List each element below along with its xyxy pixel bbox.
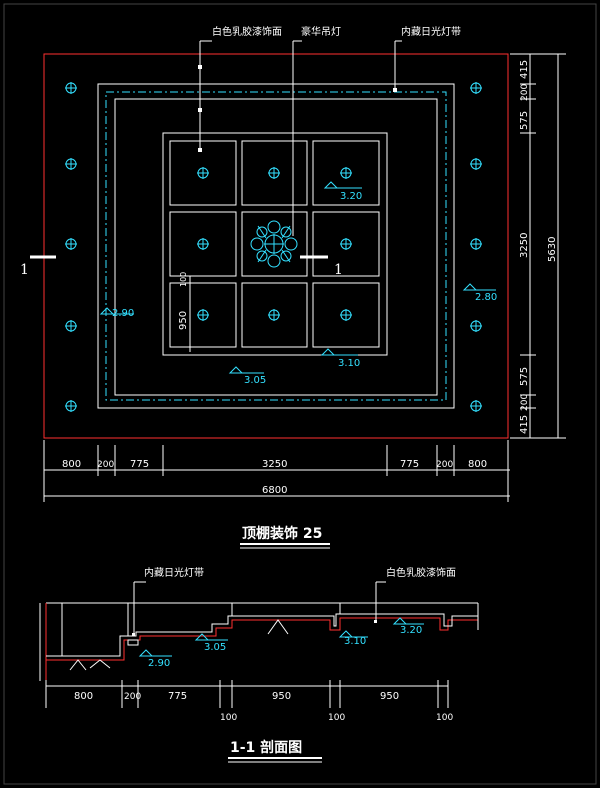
- section-label-hidden-light: 内藏日光灯带: [144, 566, 204, 579]
- downlight-icon: [65, 320, 77, 332]
- dim-bottom-775-right: 775: [400, 459, 419, 470]
- coffer-panel: [312, 211, 380, 277]
- section-1-1: 内藏日光灯带 白色乳胶漆饰面 2.90 3.05 3.10 3.20 800: [39, 566, 479, 763]
- outer-soffit: [97, 83, 455, 409]
- label-white-paint: 白色乳胶漆饰面: [212, 25, 282, 38]
- dim-right-200-bottom: 200: [520, 394, 530, 411]
- coffer-dim-950: 950: [178, 311, 189, 330]
- coffer-frame: [162, 132, 388, 356]
- downlight-icon: [65, 158, 77, 170]
- section-dim-200: 200: [124, 692, 141, 702]
- section-dim-800: 800: [74, 691, 93, 702]
- bottom-dimension-lines: [43, 440, 510, 502]
- dim-right-415-top: 415: [519, 60, 530, 79]
- dim-bottom-800-right: 800: [468, 459, 487, 470]
- dim-right-total: 5630: [547, 237, 558, 262]
- elevation-3-05: 3.05: [244, 375, 266, 386]
- plan-leaders: [199, 40, 402, 236]
- dim-right-415-bottom: 415: [519, 415, 530, 434]
- hidden-light-strip: [105, 91, 447, 401]
- section-label-white-paint: 白色乳胶漆饰面: [386, 566, 456, 579]
- elevation-2-90: 2.90: [112, 308, 134, 319]
- coffer-grid: [169, 140, 380, 348]
- dim-bottom-800-left: 800: [62, 459, 81, 470]
- label-chandelier: 豪华吊灯: [301, 25, 341, 38]
- dim-bottom-total: 6800: [262, 485, 287, 496]
- coffer-panel: [241, 282, 308, 348]
- downlight-icon: [470, 158, 482, 170]
- section-dim-775: 775: [168, 691, 187, 702]
- ceiling-plan: 白色乳胶漆饰面 豪华吊灯 内藏日光灯带 1 1 3.20 2.90 2.80 3…: [20, 25, 566, 549]
- dim-bottom-200-right: 200: [436, 460, 453, 470]
- section-dim-100-b: 100: [328, 713, 345, 723]
- downlight-icon: [197, 238, 209, 250]
- downlight-icon: [65, 400, 77, 412]
- section-elevation-2-90: 2.90: [148, 658, 170, 669]
- section-leaders: [133, 581, 386, 635]
- section-mark-left: 1: [20, 262, 29, 278]
- inner-soffit: [114, 98, 438, 396]
- downlight-icon: [470, 400, 482, 412]
- dim-right-3250: 3250: [519, 233, 530, 258]
- right-dimension-lines: [510, 53, 566, 439]
- section-elevation-3-10: 3.10: [344, 636, 366, 647]
- plan-title: 顶棚装饰 25: [242, 525, 322, 542]
- coffer-downlights: [197, 167, 352, 321]
- downlight-icon: [340, 238, 352, 250]
- downlight-icon: [470, 238, 482, 250]
- section-elevation-markers: [138, 617, 424, 657]
- downlight-icon: [340, 167, 352, 179]
- elevation-3-20: 3.20: [340, 191, 362, 202]
- leader-dots: [198, 65, 397, 152]
- label-hidden-light: 内藏日光灯带: [401, 25, 461, 38]
- coffer-panel: [312, 282, 380, 348]
- sheet-border: [3, 3, 597, 785]
- coffer-panel: [241, 140, 308, 206]
- downlight-icon: [65, 238, 77, 250]
- downlight-icon: [65, 82, 77, 94]
- dim-right-575-bottom: 575: [519, 367, 530, 386]
- coffer-dim-100: 100: [179, 272, 188, 287]
- coffer-panel: [169, 211, 237, 277]
- section-elevation-3-20: 3.20: [400, 625, 422, 636]
- section-dimension-lines: [45, 680, 449, 708]
- section-dim-100-a: 100: [220, 713, 237, 723]
- downlight-icon: [268, 309, 280, 321]
- section-elevation-3-05: 3.05: [204, 642, 226, 653]
- dim-bottom-200-left: 200: [97, 460, 114, 470]
- section-fixtures: [69, 619, 289, 671]
- downlight-icon: [197, 309, 209, 321]
- dim-bottom-775-left: 775: [130, 459, 149, 470]
- downlight-icon: [340, 309, 352, 321]
- elevation-markers: [99, 181, 496, 374]
- room-outline: [43, 53, 509, 439]
- section-dim-950-b: 950: [380, 691, 399, 702]
- bottom-dimension-labels: 800 200 775 3250 775 200 800 6800: [62, 459, 487, 496]
- downlight-icon: [268, 167, 280, 179]
- downlight-icon: [470, 320, 482, 332]
- elevation-3-10: 3.10: [338, 358, 360, 369]
- section-mark-right: 1: [334, 262, 343, 278]
- elevation-2-80: 2.80: [475, 292, 497, 303]
- coffer-panel: [241, 211, 308, 277]
- coffer-panel: [169, 282, 237, 348]
- downlight-icon: [197, 167, 209, 179]
- hangers: [61, 603, 341, 656]
- downlight-icon: [470, 82, 482, 94]
- dim-bottom-3250: 3250: [262, 459, 287, 470]
- dim-right-575-top: 575: [519, 111, 530, 130]
- section-dimension-labels: 800 200 775 950 950 100 100 100: [74, 691, 453, 723]
- dim-right-200-top: 200: [520, 84, 530, 101]
- section-dim-950-a: 950: [272, 691, 291, 702]
- section-title: 1-1 剖面图: [230, 739, 302, 756]
- chandelier-icon: [250, 220, 298, 268]
- perimeter-downlights: [65, 82, 482, 412]
- coffer-panel: [169, 140, 237, 206]
- section-dim-100-c: 100: [436, 713, 453, 723]
- right-dimension-labels: 415 200 575 3250 575 200 415 5630: [519, 60, 558, 434]
- coffer-panel: [312, 140, 380, 206]
